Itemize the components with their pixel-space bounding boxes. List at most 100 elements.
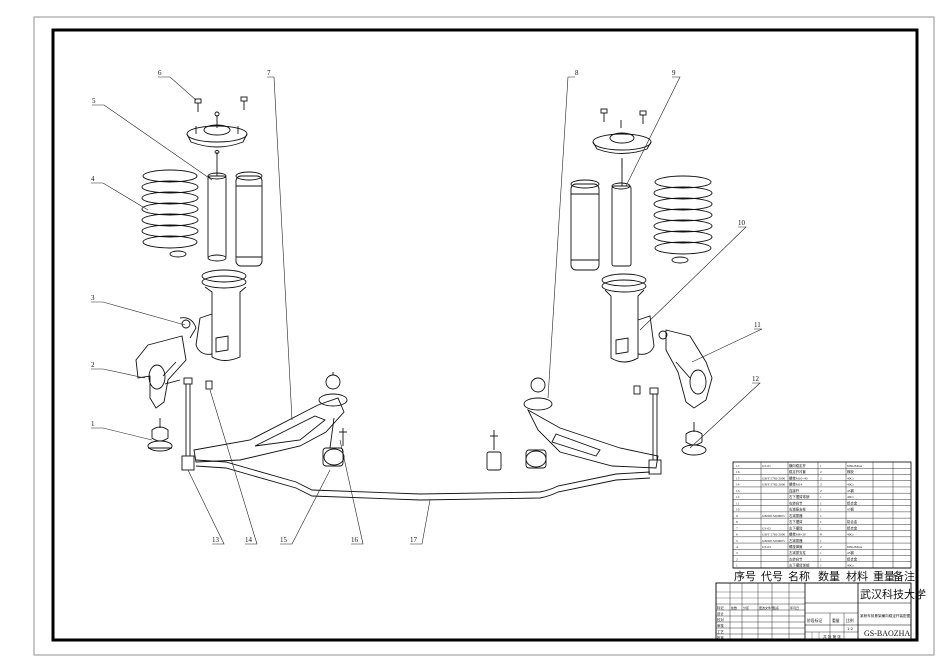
bom-cell-mat: 40Cr: [847, 564, 855, 568]
bom-cell-no: 2: [736, 557, 738, 561]
bom-cell-code: GB/T 5782-2000: [762, 476, 786, 480]
bom-cell-no: 6: [736, 533, 738, 537]
bom-cell-mat: 40Cr: [847, 533, 855, 537]
bom-cell-qty: 1: [820, 557, 822, 561]
bom-cell-no: 5: [736, 539, 738, 543]
bom-header-code: 代号: [761, 570, 783, 583]
bom-cell-mat: 40Cr: [847, 495, 855, 499]
left-top-bolts: [194, 96, 248, 112]
weight-label: 重量: [832, 618, 840, 623]
bom-cell-qty: 2: [820, 470, 822, 474]
right-top-bolts: [600, 108, 647, 128]
bom-cell-name: 稳定杆衬套: [789, 469, 807, 474]
bom-cell-mat: 60Si2MnA: [847, 464, 863, 468]
drawing-frame: [51, 28, 919, 642]
bom-cell-mat: 45钢: [847, 550, 854, 555]
leader-lines: [91, 76, 763, 545]
bom-cell-mat: 铝合金: [847, 519, 858, 524]
stabilizer-bar: [195, 459, 651, 501]
scale-value: 1:2: [847, 626, 854, 631]
scale-label: 比例: [846, 618, 854, 623]
trim-border: [33, 16, 935, 656]
bom-cell-no: 1: [736, 564, 738, 568]
bom-cell-qty: 1: [820, 526, 822, 530]
bom-cell-mat: 铝合金: [847, 500, 858, 505]
sign-row-review: 审核: [717, 623, 724, 628]
bom-cell-name: 螺旋弹簧: [789, 544, 803, 549]
drawing-title: 某轿车前悬架横向稳定杆装配图: [860, 613, 911, 618]
left-strut: [179, 269, 247, 361]
stage-label: 阶段标记: [807, 618, 822, 623]
bom-cell-no: 4: [736, 545, 738, 549]
bom-cell-code: GS-02: [762, 526, 771, 530]
sign-row-process: 工艺: [717, 629, 724, 634]
bom-cell-name: 螺栓M8×20: [789, 532, 806, 537]
drawing-number: GS-BAOZHA: [864, 629, 910, 638]
part-label: 10: [738, 219, 746, 227]
bom-cell-qty: 8: [820, 533, 822, 537]
bom-header-mat: 材料: [846, 569, 868, 583]
bom-cell-name: 右减振器: [789, 513, 803, 518]
bom-cell-code: GB/0015200003: [762, 539, 785, 543]
bom-cell-name: 左减振支柱: [789, 550, 807, 555]
left-damper: [207, 150, 263, 267]
bom-cell-mat: 铝合金: [847, 556, 858, 561]
bom-cell-qty: 1: [820, 520, 822, 524]
sheet-info: 共 张 第 张: [823, 634, 841, 639]
bom-cell-name: 右转向节: [789, 500, 803, 505]
right-top-mount: [592, 132, 652, 168]
part-label: 4: [91, 175, 95, 183]
title-block-text: 武汉科技大学 某轿车前悬架横向稳定杆装配图 GS-BAOZHA 阶段标记 重量 …: [717, 587, 926, 640]
part-label: 8: [575, 69, 579, 77]
bom-cell-qty: 1: [820, 495, 822, 499]
part-label: 11: [754, 321, 761, 329]
left-end-link: [181, 377, 213, 471]
bom-cell-name: 横向稳定杆: [789, 463, 807, 468]
bom-cell-mat: 60Si2MnA: [847, 545, 863, 549]
bom-cell-qty: 1: [820, 464, 822, 468]
bom-cell-name: 右减振支柱: [789, 507, 807, 512]
bom-cell-name: 右下摆臂: [789, 519, 803, 524]
bom-cell-name: 连接杆: [789, 488, 800, 493]
bom-cell-no: 16: [736, 470, 740, 474]
bom-cell-no: 9: [736, 514, 738, 518]
left-coil-spring: [141, 169, 199, 258]
bom-cell-qty: 2: [820, 545, 822, 549]
col-zone: 分区: [743, 605, 749, 610]
bom-cell-mat: 45钢: [847, 507, 854, 512]
bom-header-qty: 数量: [818, 570, 840, 583]
part-label: 14: [245, 536, 253, 544]
bom-cell-code: GB/0015200003: [762, 514, 785, 518]
suspension-drawing: [135, 96, 713, 501]
part-label: 7: [267, 69, 271, 77]
bom-header-name: 名称: [788, 569, 810, 583]
col-change-doc: 更改文件号: [759, 605, 774, 610]
right-knuckle: [658, 329, 713, 409]
bom-cell-code: GB/T 5782-2000: [762, 533, 786, 537]
bom-cell-no: 7: [736, 526, 738, 530]
bom-cell-qty: 2: [820, 483, 822, 487]
part-label: 17: [410, 536, 418, 544]
part-label: 3: [91, 294, 95, 302]
bom-cell-name: 右下摆臂球销: [789, 494, 810, 499]
sign-row-mark: 标记: [717, 605, 724, 610]
part-label: 2: [91, 361, 95, 369]
part-label: 9: [672, 69, 676, 77]
bom-cell-no: 17: [736, 464, 740, 468]
part-label: 12: [752, 375, 760, 383]
bom-cell-qty: 1: [820, 564, 822, 568]
bom-cell-no: 13: [736, 489, 740, 493]
right-end-link: [633, 385, 662, 475]
bom-cell-qty: 1: [820, 501, 822, 505]
col-signature: 签名: [773, 605, 779, 610]
bom-cell-qty: 1: [820, 551, 822, 555]
bom-cell-name: 左下摆臂球销: [789, 563, 810, 568]
bom-cell-qty: 1: [820, 539, 822, 543]
bom-cell-mat: 40Cr: [847, 483, 855, 487]
sign-row-design: 设计: [717, 611, 724, 616]
part-label: 15: [280, 536, 288, 544]
sign-row-approve: 批准: [717, 635, 724, 640]
bom-cell-no: 8: [736, 520, 738, 524]
bom-cell-no: 10: [736, 508, 740, 512]
